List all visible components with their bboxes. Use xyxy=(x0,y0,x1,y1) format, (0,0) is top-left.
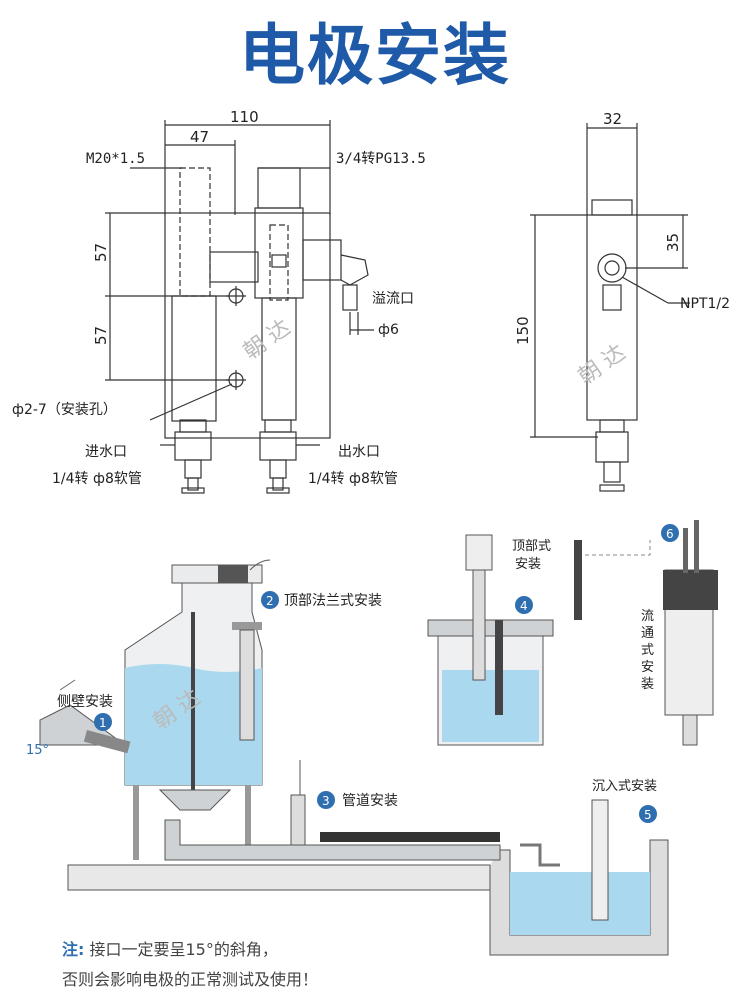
install-immersion-label: 沉入式安装 xyxy=(592,779,657,794)
flow-char-2: 式 xyxy=(641,643,654,658)
install-badge-4: 4 xyxy=(515,596,533,614)
badge-5-num: 5 xyxy=(644,808,652,822)
top-mount-probe xyxy=(472,569,486,681)
install-badge-6: 6 xyxy=(661,524,679,542)
inlet-label: 进水口 xyxy=(85,444,127,460)
floor xyxy=(67,864,501,891)
beaker-lid xyxy=(427,619,554,637)
outlet-hose-label: 1/4转 ф8软管 xyxy=(308,471,398,487)
badge-6-num: 6 xyxy=(666,527,674,541)
front-view-drawing xyxy=(105,120,374,494)
install-top-flange-label: 顶部法兰式安装 xyxy=(284,593,382,609)
install-top-label-1: 顶部式 xyxy=(512,539,551,554)
immersion-probe xyxy=(591,799,609,921)
badge-4-num: 4 xyxy=(520,599,528,613)
side-view-drawing xyxy=(530,123,690,492)
install-badge-1: 1 xyxy=(94,713,112,731)
install-side-wall-label: 侧壁安装 xyxy=(57,694,113,710)
install-note: 注: 接口一定要呈15°的斜角， 否则会影响电极的正常测试及使用！ xyxy=(62,935,318,995)
dim-32-label: 32 xyxy=(603,110,622,128)
flow-cell-head xyxy=(663,570,718,610)
side-view-labels: 32 35 150 NPT1/2 朝 达 xyxy=(514,110,730,390)
install-badge-5: 5 xyxy=(639,805,657,823)
install-flow-label: 流 通 式 安 装 xyxy=(641,609,654,692)
install-badge-3: 3 xyxy=(317,791,335,809)
flow-char-3: 安 xyxy=(641,660,654,675)
top-mount-rod xyxy=(495,620,503,715)
dim-110-label: 110 xyxy=(230,108,259,126)
thread-left-label: M20*1.5 xyxy=(86,151,145,167)
watermark-1: 朝 达 xyxy=(239,315,295,365)
note-line-2: 否则会影响电极的正常测试及使用！ xyxy=(62,970,319,989)
badge-3-num: 3 xyxy=(322,794,330,808)
watermark-2: 朝 达 xyxy=(574,340,630,390)
page-title: 电极安装 xyxy=(239,17,511,94)
overflow-label: 溢流口 xyxy=(372,291,414,307)
pool-water xyxy=(510,872,650,935)
dim-47-label: 47 xyxy=(190,128,209,146)
flow-char-4: 装 xyxy=(641,677,654,692)
pipeline xyxy=(164,819,501,861)
flange xyxy=(232,622,262,630)
side-probe xyxy=(83,729,131,754)
dim-150-label: 150 xyxy=(514,316,532,345)
tank-leg-right xyxy=(245,785,251,860)
mount-hole-label: ф2-7（安装孔） xyxy=(12,402,117,418)
install-pipeline-label: 管道安装 xyxy=(342,793,398,809)
flange-probe xyxy=(239,629,255,741)
thread-right-label: 3/4转PG13.5 xyxy=(336,151,426,167)
front-view-labels: 110 47 M20*1.5 3/4转PG13.5 57 57 溢流口 ф6 ф… xyxy=(12,108,426,487)
install-top-label-2: 安装 xyxy=(515,557,541,572)
loose-probe xyxy=(574,540,582,620)
top-mount-head xyxy=(465,534,493,571)
motor-top xyxy=(171,564,263,584)
pipe-probe xyxy=(290,794,306,846)
flow-char-1: 通 xyxy=(641,626,654,641)
pipe-dark xyxy=(320,832,500,842)
installation-illustration xyxy=(39,520,718,956)
inlet-hose-label: 1/4转 ф8软管 xyxy=(52,471,142,487)
angle-label: 15° xyxy=(26,743,49,758)
outlet-label: 出水口 xyxy=(338,444,380,460)
tank-leg-left xyxy=(133,785,139,860)
tank-bottom xyxy=(158,789,232,811)
flow-char-0: 流 xyxy=(641,609,654,624)
install-badge-2: 2 xyxy=(261,591,279,609)
note-line-1: 接口一定要呈15°的斜角， xyxy=(89,940,278,959)
beaker-water xyxy=(442,670,539,742)
dim-57-bottom-label: 57 xyxy=(92,326,110,345)
badge-1-num: 1 xyxy=(99,716,107,730)
dim-57-top-label: 57 xyxy=(92,243,110,262)
dim-35-label: 35 xyxy=(664,233,682,252)
badge-2-num: 2 xyxy=(266,594,274,608)
note-prefix: 注: xyxy=(62,940,85,959)
phi6-label: ф6 xyxy=(378,322,399,338)
npt-label: NPT1/2 xyxy=(680,296,730,312)
